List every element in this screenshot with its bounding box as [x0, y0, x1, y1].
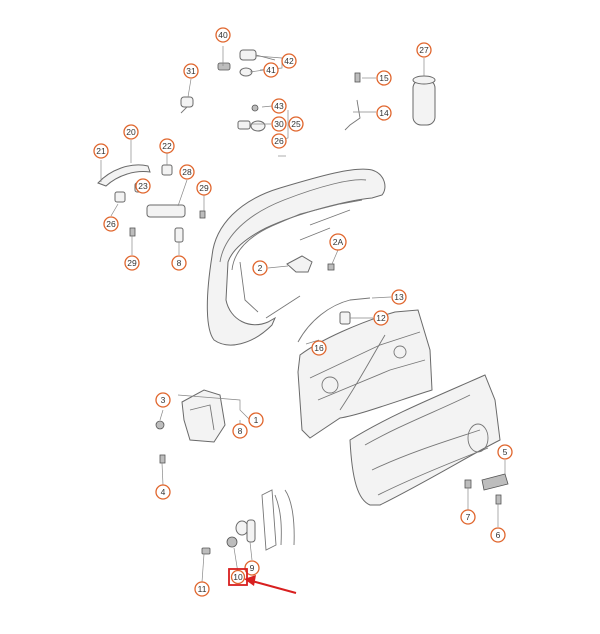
svg-text:2: 2 [258, 263, 263, 273]
inner-door-carrier [297, 309, 433, 439]
svg-text:30: 30 [274, 119, 284, 129]
callout-29-right[interactable]: 29 [196, 180, 212, 196]
svg-text:13: 13 [394, 292, 404, 302]
callout-40[interactable]: 40 [215, 27, 231, 43]
svg-text:1: 1 [254, 415, 259, 425]
svg-text:8: 8 [238, 426, 243, 436]
svg-text:8: 8 [177, 258, 182, 268]
lock-cylinder-parts [180, 49, 276, 132]
callouts: 40 42 41 31 27 15 43 30 25 26 14 20 21 2… [93, 27, 513, 597]
svg-text:11: 11 [198, 584, 207, 594]
callout-1[interactable]: 1 [248, 412, 264, 428]
callout-26-top[interactable]: 26 [271, 133, 287, 149]
svg-text:40: 40 [218, 30, 228, 40]
callout-2A[interactable]: 2A [329, 233, 347, 251]
callout-9[interactable]: 9 [244, 560, 260, 576]
svg-text:14: 14 [379, 108, 389, 118]
door-shell [206, 168, 386, 346]
callout-27[interactable]: 27 [416, 42, 432, 58]
callout-20[interactable]: 20 [123, 124, 139, 140]
callout-16[interactable]: 16 [311, 340, 327, 356]
callout-2[interactable]: 2 [252, 260, 268, 276]
svg-text:29: 29 [199, 183, 209, 193]
callout-11[interactable]: 11 [194, 581, 210, 597]
callout-13[interactable]: 13 [391, 289, 407, 305]
callout-43[interactable]: 43 [271, 98, 287, 114]
svg-text:4: 4 [161, 487, 166, 497]
callout-22[interactable]: 22 [159, 138, 175, 154]
callout-28[interactable]: 28 [179, 164, 195, 180]
callout-23[interactable]: 23 [135, 178, 151, 194]
svg-text:23: 23 [138, 181, 148, 191]
callout-29-bottom[interactable]: 29 [124, 255, 140, 271]
callout-31[interactable]: 31 [183, 63, 199, 79]
svg-text:26: 26 [274, 136, 284, 146]
callout-41[interactable]: 41 [263, 62, 279, 78]
callout-25[interactable]: 25 [288, 116, 304, 132]
callout-42[interactable]: 42 [281, 53, 297, 69]
callout-14[interactable]: 14 [376, 105, 392, 121]
svg-text:6: 6 [496, 530, 501, 540]
svg-text:2A: 2A [333, 237, 344, 247]
callout-6[interactable]: 6 [490, 527, 506, 543]
door-lock-assembly [155, 389, 226, 464]
callout-4[interactable]: 4 [155, 484, 171, 500]
pillar-and-striker [201, 489, 295, 555]
callout-10-highlighted[interactable]: 10 [228, 568, 248, 586]
svg-text:10: 10 [233, 572, 243, 582]
callout-3[interactable]: 3 [155, 392, 171, 408]
svg-text:21: 21 [96, 146, 106, 156]
svg-text:31: 31 [186, 66, 196, 76]
svg-text:29: 29 [127, 258, 137, 268]
callout-8-top[interactable]: 8 [171, 255, 187, 271]
can-and-rod [344, 72, 436, 131]
svg-text:9: 9 [250, 563, 255, 573]
svg-text:42: 42 [284, 56, 294, 66]
callout-8-lock[interactable]: 8 [232, 423, 248, 439]
svg-text:7: 7 [466, 512, 471, 522]
svg-text:27: 27 [419, 45, 429, 55]
callout-30[interactable]: 30 [271, 116, 287, 132]
svg-text:15: 15 [379, 73, 389, 83]
svg-text:26: 26 [106, 219, 116, 229]
svg-text:20: 20 [126, 127, 136, 137]
callout-12[interactable]: 12 [373, 310, 389, 326]
leader-lines [100, 46, 506, 583]
svg-text:12: 12 [376, 313, 386, 323]
callout-15[interactable]: 15 [376, 70, 392, 86]
door-trim-panel [349, 374, 509, 506]
svg-text:22: 22 [162, 141, 172, 151]
callout-5[interactable]: 5 [497, 444, 513, 460]
highlight-arrow [244, 575, 297, 594]
callout-21[interactable]: 21 [93, 143, 109, 159]
svg-text:5: 5 [503, 447, 508, 457]
svg-text:43: 43 [274, 101, 284, 111]
svg-text:41: 41 [266, 65, 276, 75]
svg-text:25: 25 [291, 119, 301, 129]
callout-7[interactable]: 7 [460, 509, 476, 525]
callout-26-left[interactable]: 26 [103, 216, 119, 232]
svg-text:16: 16 [314, 343, 324, 353]
svg-text:3: 3 [161, 395, 166, 405]
svg-text:28: 28 [182, 167, 192, 177]
